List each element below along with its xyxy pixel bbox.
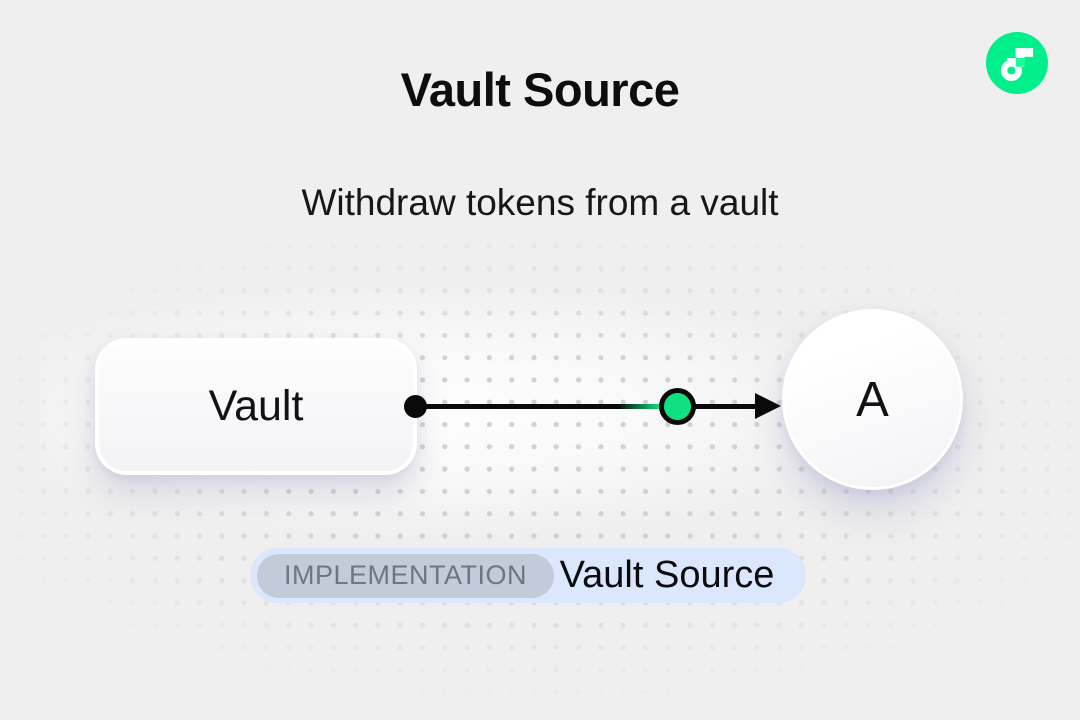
- edge-line: [415, 404, 760, 409]
- implementation-badge-label: Vault Source: [559, 554, 775, 596]
- implementation-badge: IMPLEMENTATION Vault Source: [250, 548, 806, 603]
- flow-logo-icon: [986, 32, 1048, 94]
- edge-arrowhead-icon: [755, 393, 781, 419]
- implementation-tag: IMPLEMENTATION: [257, 553, 555, 598]
- page-subtitle: Withdraw tokens from a vault: [301, 182, 779, 223]
- page-title: Vault Source: [400, 63, 680, 116]
- account-node-label: A: [856, 372, 889, 427]
- vault-node: Vault: [95, 338, 417, 475]
- edge-line-gradient: [618, 404, 660, 409]
- edge-token-circle: [659, 388, 696, 425]
- account-node: A: [782, 309, 963, 490]
- vault-node-label: Vault: [208, 382, 304, 430]
- flow-logo-svg: [986, 32, 1048, 94]
